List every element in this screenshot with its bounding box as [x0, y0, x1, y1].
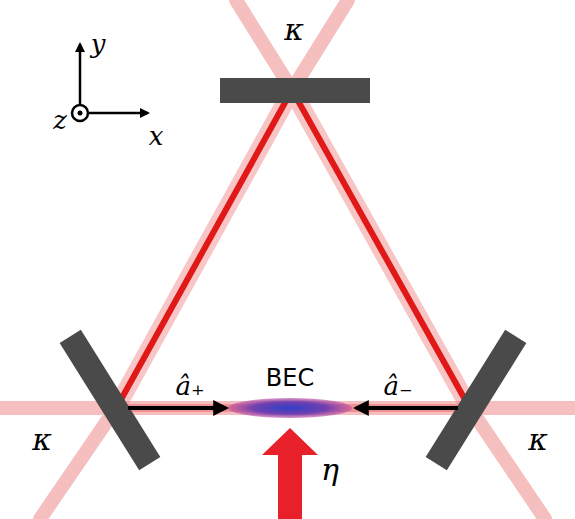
loss-label: κ [281, 14, 307, 46]
axis [89, 112, 148, 115]
beam [40, 405, 118, 519]
axis-label: x [146, 122, 167, 150]
beam [292, 90, 468, 405]
beam [292, 90, 468, 405]
axis-label: z [50, 106, 70, 134]
beam [118, 90, 292, 405]
bec-label: BEC [263, 365, 317, 391]
bec-cloud [228, 398, 352, 418]
axis-out-of-plane [72, 105, 88, 121]
cavity-glow [118, 90, 468, 405]
mirror [220, 78, 370, 103]
loss-label: κ [29, 424, 55, 456]
axis-label: y [88, 30, 109, 58]
mode-label: â₊ [172, 372, 207, 400]
axis-dot [78, 111, 83, 116]
cavity-beams [118, 90, 468, 405]
mode-arrow [356, 406, 458, 410]
axes [72, 44, 148, 121]
mode-arrow [128, 406, 226, 410]
beam [118, 90, 292, 405]
pump-label: η [318, 454, 342, 486]
loss-label: κ [525, 424, 551, 456]
pump-arrow [262, 428, 318, 519]
mode-label: â₋ [380, 372, 415, 400]
beam [468, 405, 545, 519]
mirror [60, 330, 161, 470]
mirror [426, 330, 527, 470]
axis [79, 44, 82, 104]
